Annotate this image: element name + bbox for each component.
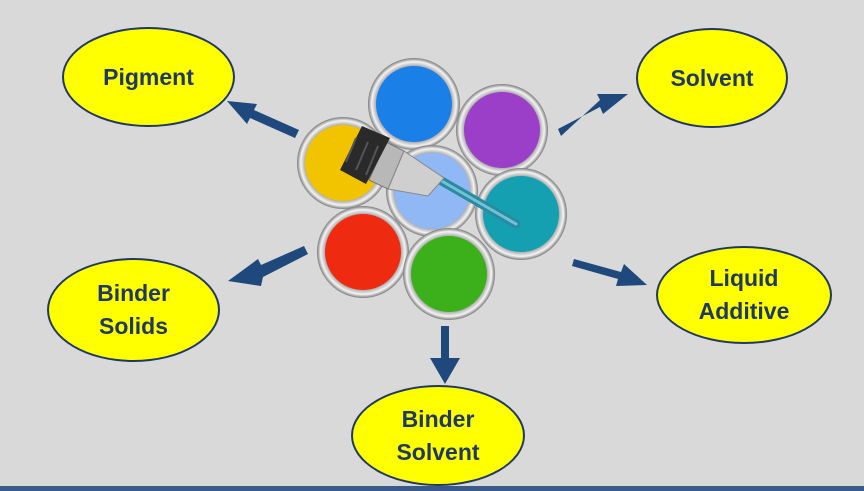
arrow-to-binder-solvent (430, 326, 460, 384)
node-pigment: Pigment (62, 27, 235, 127)
node-binder-solids-label: Binder Solids (97, 280, 170, 339)
can-green (403, 228, 495, 320)
arrow-to-liquid-additive (572, 259, 647, 286)
node-liquid-additive-label: Liquid Additive (698, 265, 790, 324)
node-liquid-additive: Liquid Additive (656, 246, 832, 344)
node-solvent-label: Solvent (670, 64, 754, 91)
can-teal (475, 168, 567, 260)
node-pigment-label: Pigment (103, 63, 194, 90)
node-binder-solvent-label: Binder Solvent (396, 405, 480, 465)
node-solvent: Solvent (636, 28, 788, 128)
can-blue (368, 58, 460, 150)
node-binder-solvent: Binder Solvent (351, 385, 525, 486)
arrow-to-solvent (558, 94, 628, 136)
node-binder-solids: Binder Solids (47, 258, 220, 362)
can-red (317, 206, 409, 298)
can-purple (456, 84, 548, 176)
bottom-border (0, 486, 864, 491)
arrow-to-binder-solids (228, 246, 308, 286)
paint-brush-icon (340, 126, 521, 229)
arrow-to-pigment (227, 101, 299, 138)
